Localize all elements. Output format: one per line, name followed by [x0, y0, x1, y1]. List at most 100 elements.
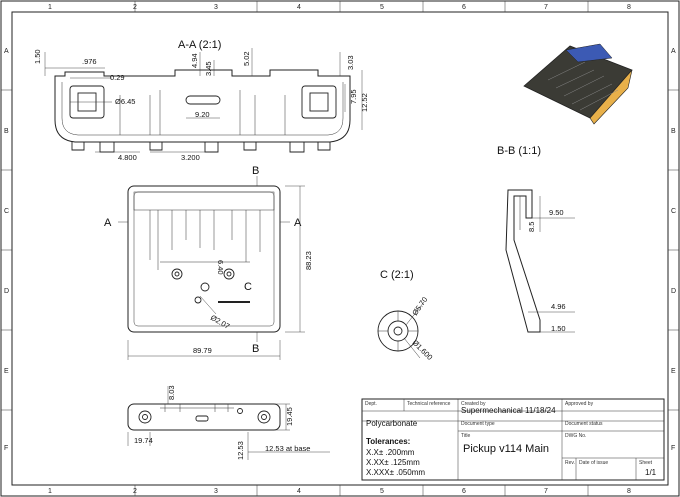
- tb-created-by-label: Created by: [461, 401, 486, 407]
- title-block-frame: [361, 398, 665, 481]
- dim-89-79: 89.79: [193, 346, 212, 355]
- tb-sheet-label: Sheet: [639, 460, 653, 466]
- tb-doc-status-label: Document status: [565, 421, 603, 427]
- dim-3-03: 3.03: [346, 55, 355, 70]
- zone-row-c-left: C: [4, 208, 9, 215]
- tb-approved-by-label: Approved by: [565, 401, 594, 407]
- zone-labels: 1 2 3 4 5 6 7 8 1 2 3 4 5 6 7 8 A B C D …: [4, 4, 676, 495]
- front-slot: [195, 415, 209, 422]
- front-view: 8.03 19.45 19.74 12.53 12.53 at base: [127, 385, 330, 460]
- front-right-hole: [261, 414, 267, 420]
- zone-row-e-left: E: [4, 368, 9, 375]
- detail-c-title: C (2:1): [380, 269, 414, 281]
- dim-12-53-at-base: 12.53 at base: [265, 444, 310, 453]
- zone-col-5-bottom: 5: [380, 488, 384, 495]
- iso-blue-tab: [565, 43, 613, 63]
- post-left: [171, 268, 183, 280]
- post-center: [200, 282, 210, 292]
- tb-tolerance-3: X.XXX± .050mm: [366, 468, 425, 477]
- front-view-dim-lines: [127, 386, 330, 460]
- zone-row-a-left: A: [4, 48, 9, 55]
- tb-date-label: Date of issue: [579, 460, 608, 466]
- zone-row-d-right: D: [671, 288, 676, 295]
- zone-col-8-bottom: 8: [627, 488, 631, 495]
- zone-row-f-right: F: [671, 445, 675, 452]
- zone-col-2-bottom: 2: [133, 488, 137, 495]
- tb-doc-type-label: Document type: [461, 421, 495, 427]
- section-a-a-view: A-A (2:1) 1.5: [33, 39, 369, 162]
- dim-3-200: 3.200: [181, 153, 200, 162]
- zone-col-7-top: 7: [544, 4, 548, 11]
- dim-4-800: 4.800: [118, 153, 137, 162]
- dim-12-53: 12.53: [236, 441, 245, 460]
- section-b-b-outline: [505, 189, 541, 333]
- dim-6-40: 6.40: [216, 260, 225, 275]
- right-boss-hole: [309, 92, 329, 112]
- tb-dept-label: Dept.: [365, 401, 377, 407]
- tb-tech-ref-label: Technical reference: [407, 401, 451, 407]
- zone-col-1-top: 1: [48, 4, 52, 11]
- zone-row-e-right: E: [671, 368, 676, 375]
- zone-row-b-right: B: [671, 128, 676, 135]
- section-mark-b-top: B: [252, 165, 259, 177]
- dim-hole-diameter: Ø6.45: [115, 97, 135, 106]
- section-a-a-title: A-A (2:1): [178, 39, 221, 51]
- tb-sheet: 1/1: [645, 468, 657, 477]
- dim-4-94: 4.94: [190, 53, 199, 68]
- right-boss: [301, 85, 337, 119]
- iso-accent-edge: [589, 69, 633, 125]
- dim-12-52: 12.52: [360, 93, 369, 112]
- tb-rev-label: Rev.: [565, 460, 575, 466]
- section-mark-b-bottom: B: [252, 343, 259, 355]
- section-a-a-inner-wall: [61, 82, 344, 136]
- detail-mark-c: C: [244, 281, 252, 293]
- zone-row-b-left: B: [4, 128, 9, 135]
- section-lines: [118, 176, 305, 360]
- front-left-boss: [138, 410, 152, 424]
- tb-dwg-no-label: DWG No.: [565, 433, 586, 439]
- top-view-outline: [127, 185, 281, 333]
- iso-ribs: [547, 61, 619, 111]
- front-right-boss: [257, 410, 271, 424]
- section-b-b-dim-lines: [528, 196, 575, 333]
- section-a-a-teeth: [71, 142, 331, 153]
- dim-3-45: 3.45: [204, 61, 213, 76]
- tb-material: Polycarbonate: [366, 419, 418, 428]
- post-right-hole: [226, 271, 232, 277]
- zone-col-6-top: 6: [462, 4, 466, 11]
- dim-8-03: 8.03: [167, 385, 176, 400]
- dim-9-20: 9.20: [195, 110, 210, 119]
- detail-c-hole: [393, 326, 403, 336]
- tb-title: Pickup v114 Main: [463, 443, 549, 455]
- tb-tolerances-title: Tolerances:: [366, 437, 410, 446]
- dim-1-50: 1.50: [33, 49, 42, 64]
- dim-19-74: 19.74: [134, 436, 153, 445]
- dim-0-976: .976: [82, 57, 97, 66]
- tb-created-by: Supermechanical 11/18/24: [461, 406, 556, 415]
- zone-col-4-bottom: 4: [297, 488, 301, 495]
- zone-col-1-bottom: 1: [48, 488, 52, 495]
- dim-8-5: 8.5: [527, 222, 536, 232]
- tb-title-label: Title: [461, 433, 470, 439]
- zone-row-c-right: C: [671, 208, 676, 215]
- section-b-b-title: B-B (1:1): [497, 145, 541, 157]
- front-small-hole: [237, 408, 243, 414]
- dim-b-1-50: 1.50: [551, 324, 566, 333]
- zone-col-2-top: 2: [133, 4, 137, 11]
- dim-9-50: 9.50: [549, 208, 564, 217]
- zone-col-6-bottom: 6: [462, 488, 466, 495]
- section-b-b-view: B-B (1:1) 9.50 8.5 4.96 1.50: [497, 145, 575, 333]
- zone-row-d-left: D: [4, 288, 9, 295]
- isometric-view: [523, 43, 633, 125]
- zone-row-a-right: A: [671, 48, 676, 55]
- section-mark-a-right: A: [294, 217, 302, 229]
- dim-88-23: 88.23: [304, 251, 313, 270]
- tb-tolerance-2: X.XX± .125mm: [366, 458, 420, 467]
- title-block: Dept. Technical reference Created by Sup…: [361, 398, 665, 481]
- dim-19-45: 19.45: [285, 407, 294, 426]
- section-a-a-outline: [54, 69, 351, 143]
- zone-col-4-top: 4: [297, 4, 301, 11]
- top-view-back-band: [133, 191, 275, 211]
